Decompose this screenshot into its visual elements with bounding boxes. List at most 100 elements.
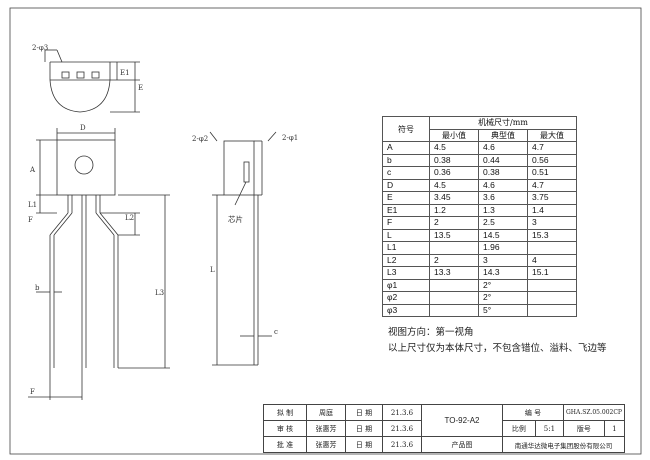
chip-label: 芯片 <box>228 214 243 224</box>
table-cell-sym: A <box>382 141 430 155</box>
table-cell-max: 4.7 <box>527 141 577 155</box>
dim-e1: E1 <box>120 69 130 77</box>
table-cell-max <box>527 291 577 305</box>
table-cell-max <box>527 303 577 317</box>
tb-approve-label: 批 准 <box>263 436 307 453</box>
table-cell-max: 3 <box>527 216 577 230</box>
header-max: 最大值 <box>527 128 577 142</box>
header-group: 机械尺寸/mm <box>429 116 577 130</box>
table-cell-typ: 2° <box>478 278 528 292</box>
table-cell-typ: 1.96 <box>478 241 528 255</box>
tb-date-label-2: 日 期 <box>345 420 383 437</box>
table-cell-min: 3.45 <box>429 191 479 205</box>
table-cell-min: 13.5 <box>429 228 479 242</box>
table-cell-min <box>429 278 479 292</box>
dim-2phi3: 2-φ3 <box>32 44 48 52</box>
header-typ: 典型值 <box>478 128 528 142</box>
tb-review-label: 审 核 <box>263 420 307 437</box>
table-cell-min: 0.38 <box>429 153 479 167</box>
table-cell-max: 0.51 <box>527 166 577 180</box>
table-cell-typ: 5° <box>478 303 528 317</box>
table-cell-max: 15.3 <box>527 228 577 242</box>
tb-date-1: 21.3.6 <box>382 404 422 421</box>
table-cell-sym: F <box>382 216 430 230</box>
table-row: φ3 5° <box>382 303 577 317</box>
title-block: 拟 制 周庭 日 期 21.3.6 TO-92-A2 编 号 GHA.SZ.05… <box>263 404 625 453</box>
table-cell-max <box>527 278 577 292</box>
dim-c: c <box>274 328 278 336</box>
tb-code-value: GHA.SZ.05.002CP <box>563 404 625 421</box>
table-cell-typ: 14.3 <box>478 266 528 280</box>
table-cell-max: 3.75 <box>527 191 577 205</box>
table-cell-min: 13.3 <box>429 266 479 280</box>
table-cell-typ: 14.5 <box>478 228 528 242</box>
dim-e: E <box>138 84 143 92</box>
dim-a: A <box>29 166 36 174</box>
table-cell-typ: 4.6 <box>478 178 528 192</box>
table-cell-sym: E1 <box>382 203 430 217</box>
table-cell-min <box>429 303 479 317</box>
table-cell-sym: φ1 <box>382 278 430 292</box>
dim-d: D <box>80 124 86 132</box>
dim-f-bottom: F <box>30 388 35 396</box>
table-cell-max: 4.7 <box>527 178 577 192</box>
tb-date-label-3: 日 期 <box>345 436 383 453</box>
table-cell-typ: 2.5 <box>478 216 528 230</box>
table-cell-min: 2 <box>429 216 479 230</box>
table-cell-typ: 1.3 <box>478 203 528 217</box>
table-cell-sym: c <box>382 166 430 180</box>
tb-date-label-1: 日 期 <box>345 404 383 421</box>
table-cell-min <box>429 241 479 255</box>
table-cell-min: 4.5 <box>429 141 479 155</box>
header-min: 最小值 <box>429 128 479 142</box>
table-cell-typ: 3.6 <box>478 191 528 205</box>
tb-version-label: 版号 <box>563 420 605 437</box>
table-cell-sym: L2 <box>382 253 430 267</box>
table-cell-sym: L <box>382 228 430 242</box>
table-cell-sym: L3 <box>382 266 430 280</box>
table-cell-typ: 4.6 <box>478 141 528 155</box>
dim-l3: L3 <box>155 289 164 297</box>
table-cell-sym: b <box>382 153 430 167</box>
tb-drafted-label: 拟 制 <box>263 404 307 421</box>
table-cell-typ: 0.38 <box>478 166 528 180</box>
table-cell-min: 0.36 <box>429 166 479 180</box>
dim-l2: L2 <box>125 214 134 222</box>
tb-part-name: TO-92-A2 <box>421 404 503 437</box>
tb-scale-value: 5:1 <box>534 420 565 437</box>
dim-2phi1: 2-φ1 <box>282 134 298 142</box>
table-cell-max: 15.1 <box>527 266 577 280</box>
tb-version-value: 1 <box>603 420 625 437</box>
table-cell-min: 2 <box>429 253 479 267</box>
table-cell-sym: L1 <box>382 241 430 255</box>
view-note: 视图方向：第一视角 <box>388 327 474 338</box>
dim-l1: L1 <box>28 201 37 209</box>
tb-scale-label: 比例 <box>502 420 536 437</box>
table-cell-typ: 3 <box>478 253 528 267</box>
tb-date-2: 21.3.6 <box>382 420 422 437</box>
table-cell-max: 0.56 <box>527 153 577 167</box>
tb-code-label: 编 号 <box>502 404 564 421</box>
table-cell-typ: 2° <box>478 291 528 305</box>
table-cell-max: 1.4 <box>527 203 577 217</box>
tb-drawing-type: 产品图 <box>421 436 503 453</box>
dim-2phi2: 2-φ2 <box>192 135 208 143</box>
table-cell-sym: φ3 <box>382 303 430 317</box>
header-symbol: 符号 <box>382 116 430 142</box>
table-cell-sym: D <box>382 178 430 192</box>
table-cell-max <box>527 241 577 255</box>
table-row: φ1 2° <box>382 278 577 292</box>
dim-l: L <box>210 266 215 274</box>
